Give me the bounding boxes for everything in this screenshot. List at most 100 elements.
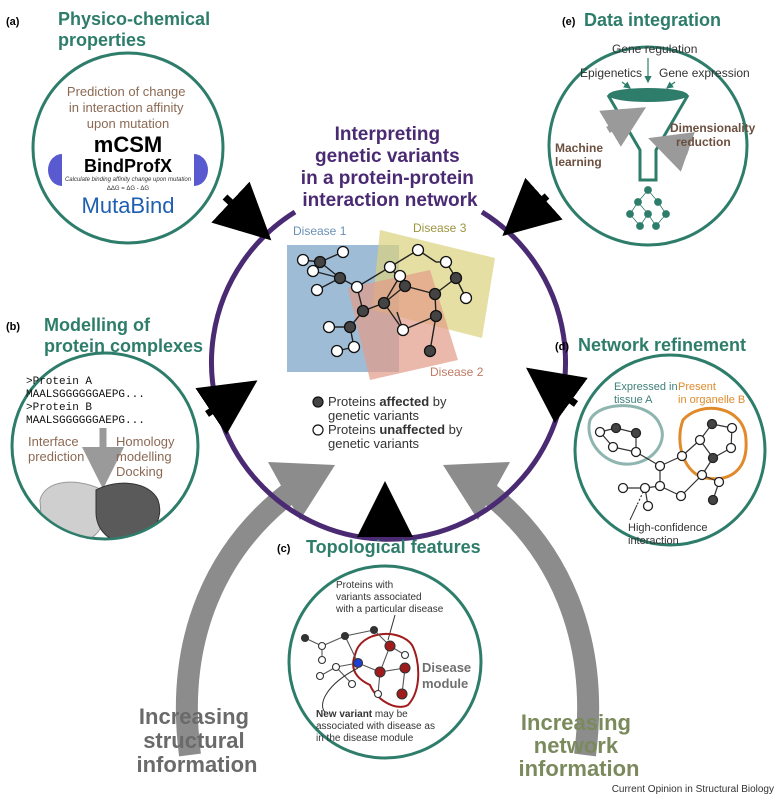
hc-label-line: High-confidence — [628, 522, 708, 534]
organelle-label-line: Present — [678, 381, 716, 393]
panel-a-circle — [31, 51, 225, 245]
organelle-label-line: in organelle B — [678, 394, 745, 406]
panel-e-circle — [547, 45, 749, 247]
panel-c-caption-line: Proteins with — [336, 580, 393, 591]
high-confidence-pointer — [629, 504, 638, 521]
panel-b-label: prediction — [28, 449, 84, 464]
panel-c-caption-line: variants associated — [336, 592, 422, 603]
arrow-b-to-center — [195, 380, 258, 435]
panel-e: (e) Data integration Gene regulation Epi… — [547, 10, 756, 247]
panel-a-title-line: properties — [58, 30, 146, 50]
tissue-label-line: tissue A — [614, 394, 653, 406]
panel-b-labels: Interface prediction Homology modelling … — [28, 434, 178, 479]
dimensionality-arrow — [648, 132, 695, 172]
disease-module-outline — [352, 632, 420, 708]
legend-affected-dot — [312, 396, 324, 408]
machine-learning-label: Machine learning — [555, 141, 606, 169]
legend-unaffected-dot — [312, 424, 324, 436]
panel-d: (d) Network refinement Expressed in tiss… — [555, 335, 767, 547]
legend-emph: affected — [379, 394, 429, 409]
variant-text: associated with disease as — [316, 721, 435, 732]
caption-pointer — [387, 614, 396, 641]
sequence-line: >Protein A — [26, 376, 92, 388]
epigenetics-arrow — [621, 81, 631, 89]
tissue-a-outline — [587, 404, 664, 466]
panel-c-caption-line: with a particular disease — [335, 604, 444, 615]
organelle-b-label: Present in organelle B — [678, 381, 745, 406]
panel-a-title-line: Physico-chemical — [58, 9, 210, 29]
ml-label-line: Machine — [555, 141, 603, 155]
panel-b-label: Homology — [116, 434, 175, 449]
panel-b-title: Modelling of protein complexes — [44, 315, 203, 356]
structural-label-line: structural — [143, 728, 244, 753]
panel-c-caption: Proteins with variants associated with a… — [335, 580, 444, 615]
disease-3-label: Disease 3 — [413, 221, 467, 235]
variant-text: in the disease module — [316, 733, 414, 744]
ml-label-line: learning — [555, 155, 602, 169]
sequence-line: >Protein B — [26, 402, 92, 414]
disease-2-label: Disease 2 — [430, 365, 484, 379]
structural-info-arrow — [176, 476, 307, 757]
black-arrows — [195, 177, 588, 537]
tool-mutabind: MutaBind — [82, 193, 175, 218]
panel-a-letter: (a) — [6, 16, 20, 28]
variant-emph: New variant — [316, 709, 373, 720]
data-source-label: Gene expression — [659, 66, 750, 80]
panel-c-letter: (c) — [277, 543, 291, 555]
tissue-label-line: Expressed in — [614, 381, 678, 393]
panel-c: (c) Topological features Proteins with v… — [277, 537, 483, 760]
legend-text: Proteins — [328, 394, 379, 409]
protein-right-icon — [194, 154, 208, 186]
center-title-line: genetic variants — [315, 146, 460, 167]
tool-bindprofx: BindProfX — [84, 156, 172, 176]
disease-1-label: Disease 1 — [293, 224, 347, 238]
network-info-arrow — [471, 476, 599, 757]
structural-label-line: Increasing — [139, 704, 249, 729]
panel-a: (a) Physico-chemical properties Predicti… — [6, 9, 225, 245]
arrow-e-to-center — [502, 177, 563, 237]
panel-b-letter: (b) — [6, 321, 20, 333]
legend-emph: unaffected — [379, 422, 445, 437]
network-label-line: Increasing — [521, 710, 631, 735]
network-label-line: network — [534, 733, 619, 758]
legend-affected: Proteins affected by genetic variants — [328, 394, 450, 423]
module-label-line: module — [422, 676, 468, 691]
legend-unaffected: Proteins unaffected by genetic variants — [328, 422, 466, 451]
panel-a-title: Physico-chemical properties — [58, 9, 215, 50]
legend-text: Proteins — [328, 422, 379, 437]
panel-c-nodes — [300, 625, 411, 700]
panel-b-title-line: protein complexes — [44, 336, 203, 356]
machine-learning-arrow — [599, 107, 647, 147]
arrow-a-to-center — [211, 181, 272, 241]
dr-label-line: reduction — [676, 135, 731, 149]
tool-mcsm: mCSM — [94, 132, 162, 157]
sequence-line: MAALSGGGGGGAEPG... — [26, 389, 145, 401]
legend-text: genetic variants — [328, 436, 420, 451]
panel-e-title: Data integration — [584, 10, 721, 30]
panel-a-formula: ΔΔG = ΔG - ΔG — [107, 186, 150, 192]
data-source-label: Epigenetics — [580, 66, 642, 80]
panel-d-title: Network refinement — [578, 335, 746, 355]
center-network-nodes — [296, 243, 473, 358]
legend-text: by — [429, 394, 447, 409]
panel-b-label: Docking — [116, 464, 163, 479]
protein-left-icon — [48, 154, 62, 186]
data-source-label: Gene regulation — [612, 42, 697, 56]
panel-c-circle — [287, 564, 483, 760]
center-title-line: interaction network — [302, 190, 478, 211]
structural-label-line: information — [137, 752, 258, 777]
tissue-a-label: Expressed in tissue A — [614, 381, 681, 406]
panel-b: (b) Modelling of protein complexes >Prot… — [6, 315, 203, 541]
high-confidence-label: High-confidence interaction — [628, 522, 711, 547]
panel-a-small-text: Calculate binding affinity change upon m… — [65, 177, 192, 183]
panel-c-variant-text: New variant may be associated with disea… — [316, 709, 438, 744]
panel-d-nodes — [594, 418, 738, 512]
panel-b-title-line: Modelling of — [44, 315, 151, 335]
journal-credit: Current Opinion in Structural Biology — [612, 784, 774, 795]
arrow-d-to-center — [526, 367, 588, 424]
expression-arrow — [666, 81, 676, 89]
panel-a-caption-line: in interaction affinity — [69, 100, 184, 115]
center-title-line: in a protein-protein — [301, 168, 474, 189]
increasing-network-label: Increasing network information — [519, 710, 640, 781]
